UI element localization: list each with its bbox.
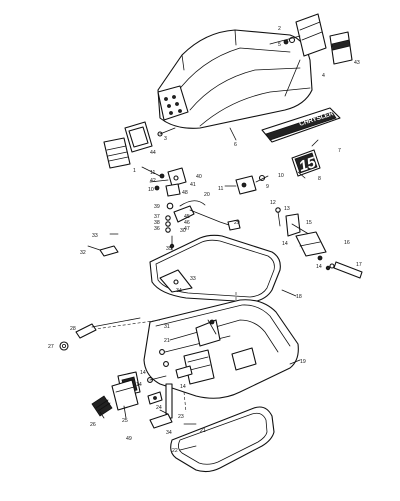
top-cowl <box>157 29 313 129</box>
callout-48: 48 <box>182 190 188 196</box>
callout-38: 38 <box>154 220 160 226</box>
latch-cluster-left <box>149 167 187 197</box>
callout-34a: 34 <box>176 288 182 294</box>
callout-45: 45 <box>184 214 190 220</box>
callout-14c: 14 <box>140 370 146 376</box>
callout-16: 16 <box>344 240 350 246</box>
clip-32 <box>99 233 119 257</box>
plate-25 <box>111 379 139 411</box>
callout-39: 39 <box>154 204 160 210</box>
shift-linkage <box>165 200 241 251</box>
callout-44: 44 <box>150 150 156 156</box>
fitting-24 <box>147 391 163 405</box>
callout-27: 27 <box>48 344 54 350</box>
callout-2: 2 <box>278 26 281 32</box>
callout-46: 46 <box>184 220 190 226</box>
callout-11b: 11 <box>218 186 223 192</box>
callout-labels: 1 2 3 4 5 6 7 8 9 10 10 11 11 12 13 14 1… <box>48 26 362 454</box>
latch-cluster-right <box>224 174 269 195</box>
callout-18: 18 <box>296 294 302 300</box>
hp-decal-text: 15 <box>297 154 319 176</box>
callout-19: 19 <box>300 359 306 365</box>
callout-10b: 10 <box>278 173 284 179</box>
callout-33b: 33 <box>190 276 196 282</box>
callout-20: 20 <box>204 192 210 198</box>
callout-11a: 11 <box>150 170 155 176</box>
callout-14e: 14 <box>180 384 186 390</box>
callout-14a: 14 <box>282 241 288 247</box>
callout-32: 32 <box>80 250 86 256</box>
callout-47: 47 <box>184 226 190 232</box>
rear-bracket <box>269 13 327 57</box>
callout-8: 8 <box>318 176 321 182</box>
callout-17: 17 <box>356 262 362 268</box>
callout-14d: 14 <box>136 382 142 388</box>
callout-6: 6 <box>234 142 237 148</box>
callout-30: 30 <box>180 228 186 234</box>
callout-40: 40 <box>196 174 202 180</box>
callout-23: 23 <box>178 414 184 420</box>
callout-22: 22 <box>172 448 178 454</box>
callout-49: 49 <box>126 436 132 442</box>
hp-decal: 15 <box>291 149 321 177</box>
bottom-gasket <box>170 406 275 473</box>
callout-26: 26 <box>90 422 96 428</box>
callout-4: 4 <box>322 73 325 79</box>
callout-15: 15 <box>306 220 312 226</box>
hose-23 <box>149 383 173 429</box>
callout-33a: 33 <box>92 233 98 239</box>
callout-7: 7 <box>338 148 341 154</box>
callout-10a: 10 <box>148 187 154 193</box>
callout-29: 29 <box>234 220 240 226</box>
callout-21a: 21 <box>164 338 170 344</box>
callout-42: 42 <box>150 178 156 184</box>
upper-seal <box>149 234 281 303</box>
callout-3: 3 <box>164 136 167 142</box>
callout-12: 12 <box>270 200 276 206</box>
callout-35: 35 <box>166 246 172 252</box>
callout-13: 13 <box>284 206 290 212</box>
brand-decal: CHRYSLER <box>261 107 341 143</box>
callout-21b: 21 <box>200 428 206 434</box>
callout-34b: 34 <box>166 430 172 436</box>
callout-24: 24 <box>156 405 162 411</box>
callout-37: 37 <box>154 214 160 220</box>
callout-9: 9 <box>266 184 269 190</box>
callout-36: 36 <box>154 226 160 232</box>
callout-28: 28 <box>70 326 76 332</box>
side-bracket <box>275 207 363 279</box>
callout-43: 43 <box>354 60 360 66</box>
choke-knob <box>91 395 113 417</box>
decal-1 <box>103 137 131 169</box>
leader-lines <box>87 59 319 451</box>
front-pad <box>124 121 176 153</box>
callout-25: 25 <box>122 418 128 424</box>
callout-14b: 14 <box>316 264 322 270</box>
callout-5: 5 <box>278 42 281 48</box>
callout-31: 31 <box>164 324 170 330</box>
callout-1: 1 <box>133 168 136 174</box>
callout-41: 41 <box>190 182 196 188</box>
spring-28 <box>59 317 141 351</box>
